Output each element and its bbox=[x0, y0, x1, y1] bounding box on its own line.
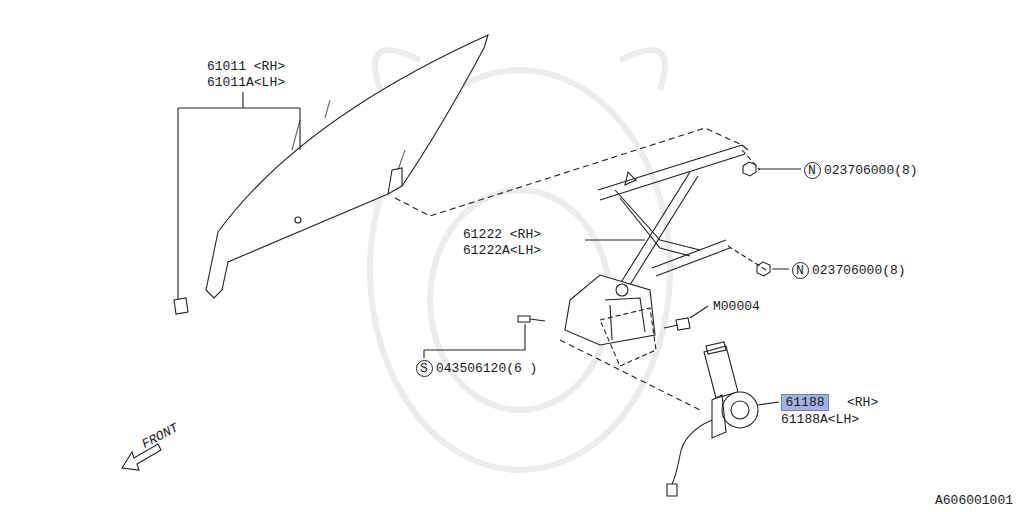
leader-line bbox=[424, 324, 525, 358]
motor-gear bbox=[731, 401, 749, 419]
highlighted-part-number: 61188 bbox=[781, 394, 829, 411]
regulator-rail bbox=[652, 240, 730, 276]
leader-line bbox=[690, 306, 708, 318]
part-number: 043506120(6 ) bbox=[436, 362, 537, 375]
regulator-arm bbox=[615, 190, 700, 256]
regulator-arm bbox=[610, 172, 698, 304]
leader-line bbox=[178, 92, 300, 300]
part-number: M00004 bbox=[713, 300, 760, 313]
part-number: 023706000(8) bbox=[824, 164, 918, 177]
node-text: 61188 bbox=[785, 396, 824, 409]
figure-id: A606001001 bbox=[935, 494, 1013, 507]
connector-plug bbox=[667, 484, 677, 496]
nut bbox=[743, 162, 756, 176]
motor-cable bbox=[672, 420, 712, 484]
regulator-rail bbox=[598, 145, 748, 200]
rail-tab bbox=[625, 172, 636, 185]
node-text: S bbox=[420, 362, 428, 375]
nut bbox=[757, 262, 770, 276]
bolt bbox=[518, 316, 545, 322]
direction-label: FRONT bbox=[140, 421, 181, 451]
part-number: 61011 <RH> bbox=[207, 60, 285, 73]
glass-hole bbox=[295, 217, 301, 223]
sector-gear-teeth bbox=[605, 298, 645, 340]
part-number: 61011A<LH> bbox=[207, 76, 285, 89]
part-number: 023706000(8) bbox=[812, 264, 906, 277]
part-number: 61222 <RH> bbox=[463, 228, 541, 241]
motor-mount bbox=[712, 395, 726, 438]
bolt bbox=[664, 318, 690, 330]
dashed-leader bbox=[560, 340, 700, 410]
node-text: N bbox=[796, 264, 804, 277]
part-number: 61222A<LH> bbox=[463, 244, 541, 257]
motor-housing bbox=[722, 392, 758, 428]
part-number: 61188A<LH> bbox=[781, 413, 859, 426]
leader-line bbox=[758, 169, 801, 269]
dashed-leader bbox=[728, 150, 766, 270]
glass-bracket bbox=[388, 168, 402, 194]
circled-letter: N bbox=[804, 162, 821, 179]
front-arrow bbox=[122, 444, 161, 470]
dashed-outline bbox=[600, 308, 656, 366]
glass-shading bbox=[292, 100, 405, 170]
side-note: <RH> bbox=[847, 396, 878, 409]
circled-letter: S bbox=[416, 360, 433, 377]
glass-clip bbox=[174, 298, 188, 314]
node-text: N bbox=[808, 164, 816, 177]
pivot bbox=[616, 284, 628, 296]
leader-line bbox=[585, 239, 645, 240]
motor-cap bbox=[706, 342, 726, 354]
circled-letter: N bbox=[792, 262, 809, 279]
leader-line bbox=[758, 402, 779, 405]
door-glass bbox=[206, 35, 488, 298]
